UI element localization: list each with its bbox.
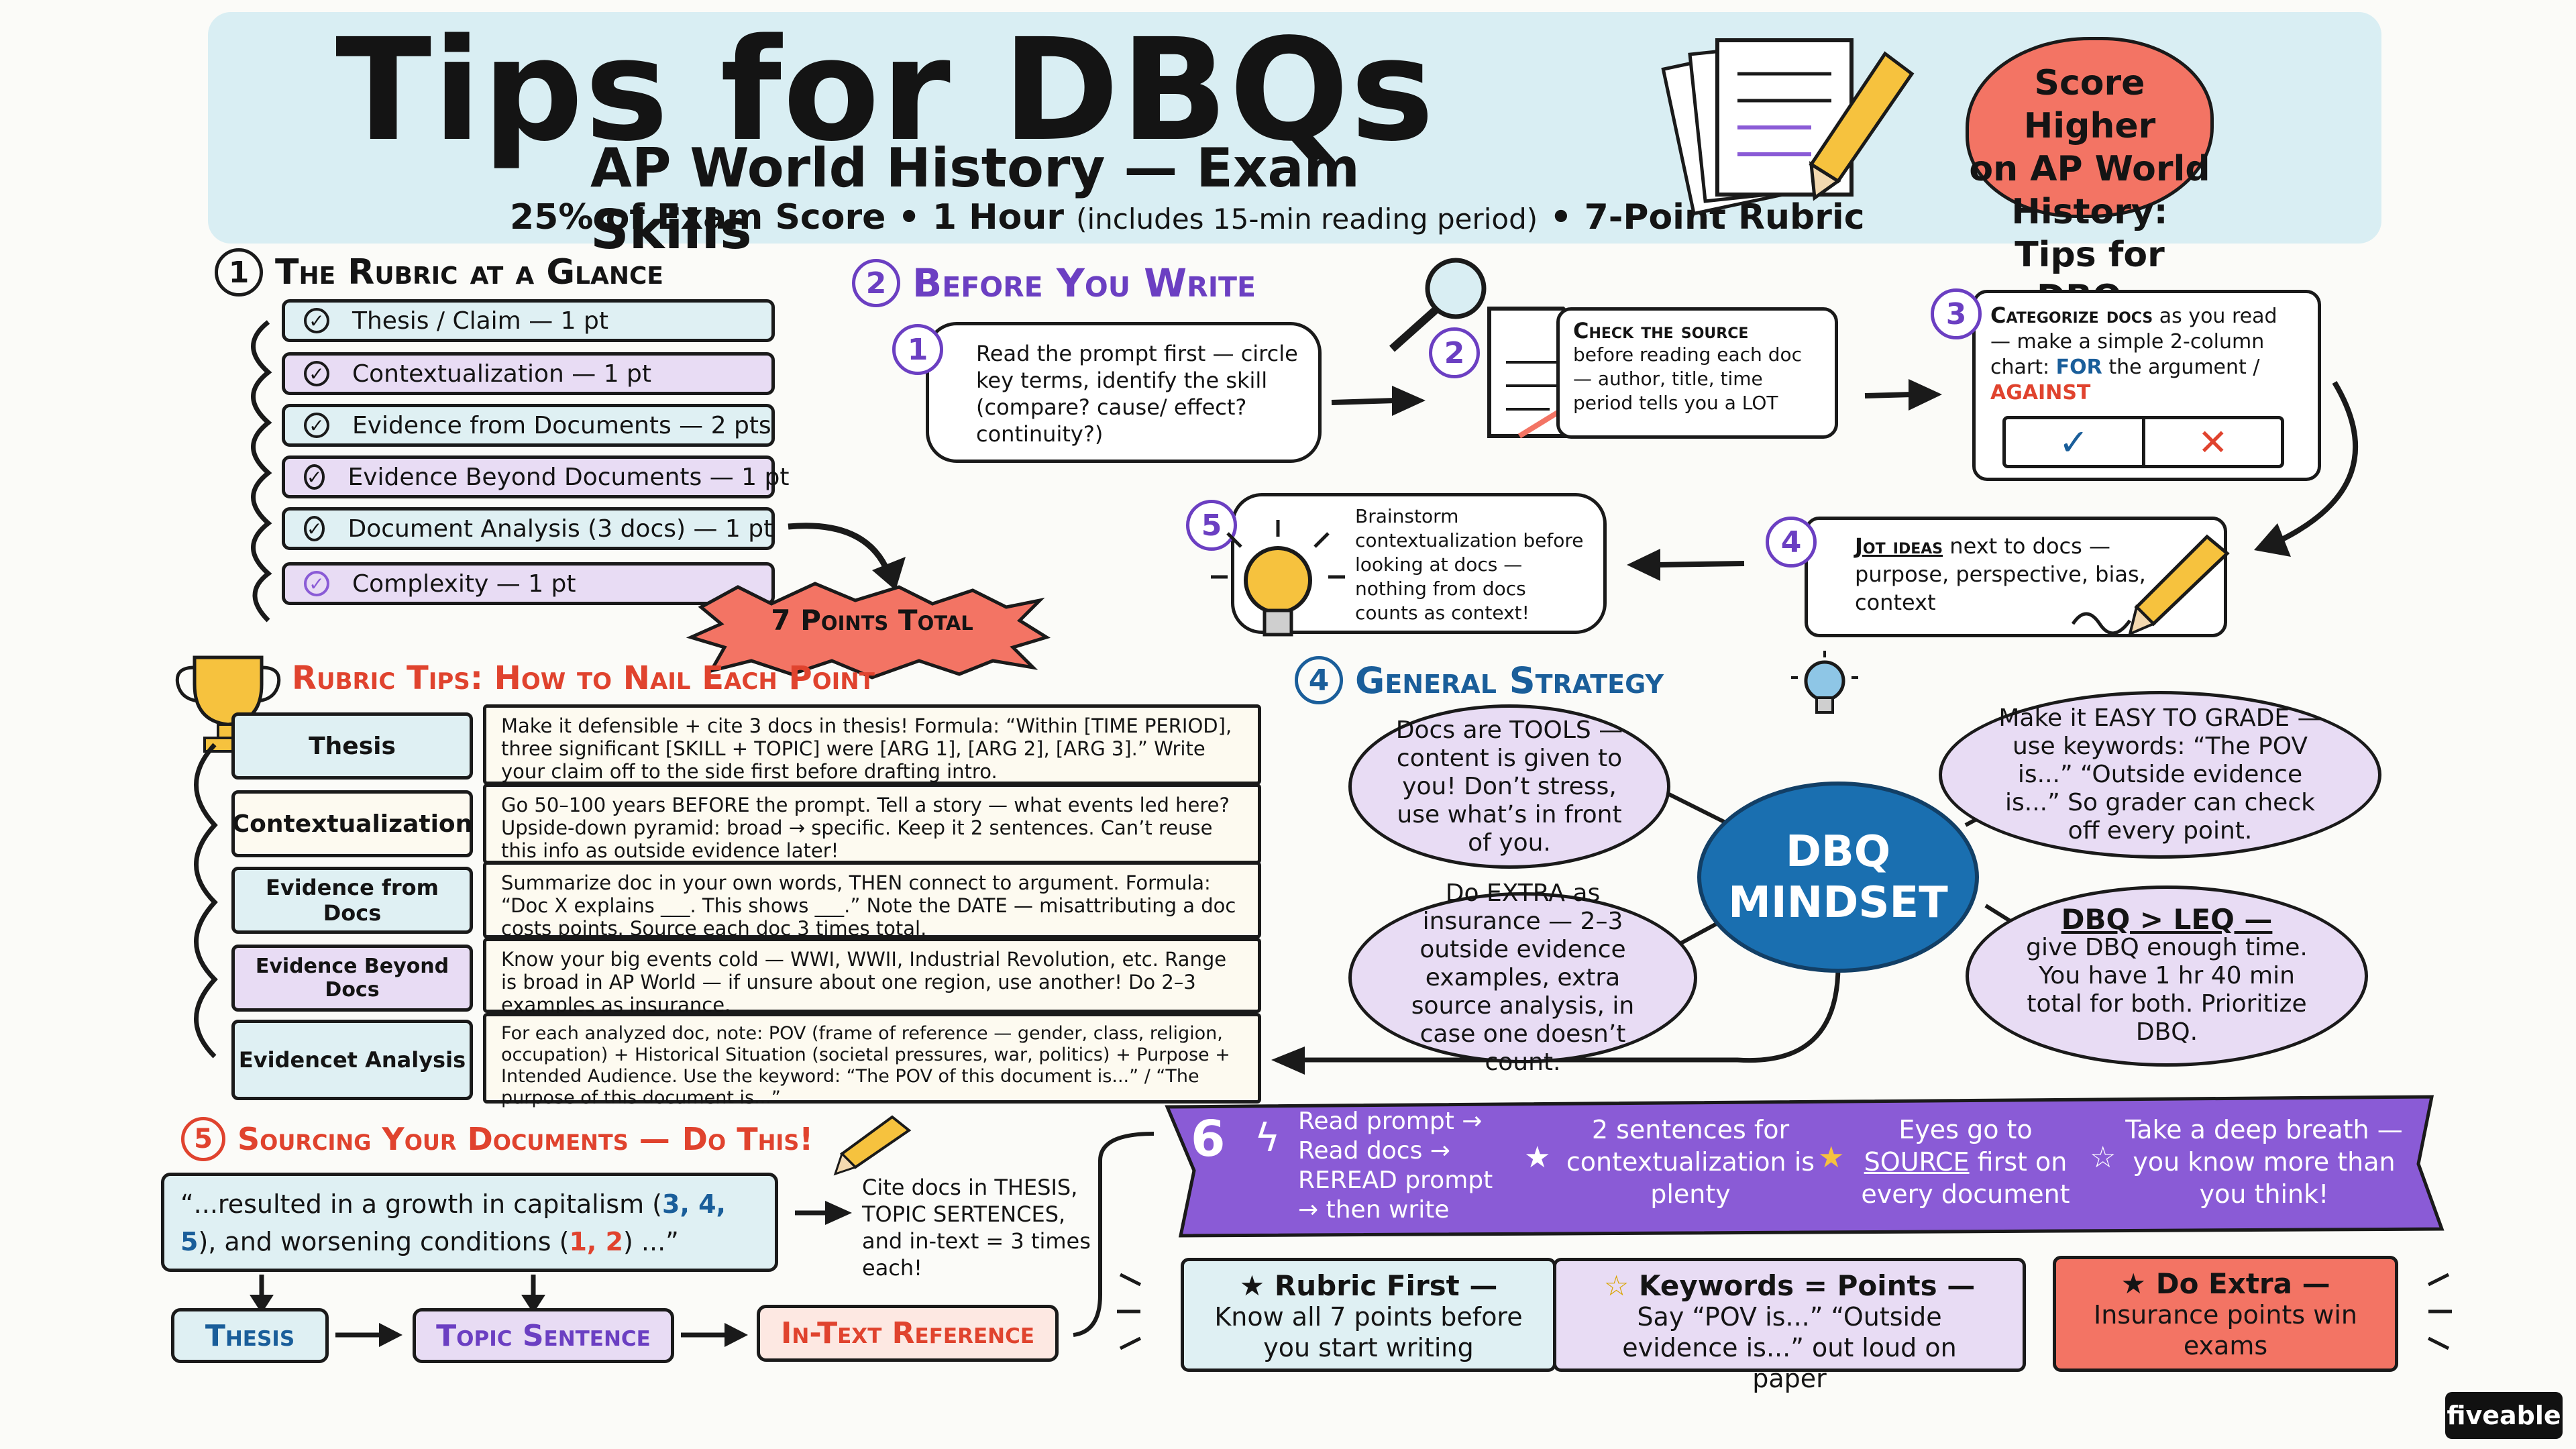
quote-docs-blue: 3, 4, 5 [180, 1189, 726, 1256]
tip6-read-order: Read prompt → Read docs → REREAD prompt … [1298, 1108, 1493, 1224]
rubric-item-evidence-docs: ✓Evidence from Documents — 2 pts [282, 404, 775, 447]
sourcing-number: 5 [181, 1117, 225, 1161]
tip6-breath: Take a deep breath — you know more than … [2125, 1115, 2403, 1209]
star-icon: ★ [1524, 1140, 1551, 1175]
pill-topic-sentence: Topic Sentence [413, 1308, 674, 1363]
star-icon: ★ [1818, 1140, 1845, 1175]
x-mark-icon: ✕ [2198, 421, 2229, 464]
check-icon: ✓ [304, 571, 329, 596]
rubric-heading: 1 The Rubric at a Glance [215, 248, 663, 297]
sourcing-quote: “...resulted in a growth in capitalism (… [161, 1173, 778, 1272]
tip-label-evidence-docs: Evidence from Docs [231, 867, 473, 934]
lightning-icon: ϟ [1254, 1115, 1281, 1161]
step5-number: 5 [1186, 500, 1237, 551]
strategy-number: 4 [1295, 656, 1343, 704]
rubric-item-thesis: ✓Thesis / Claim — 1 pt [282, 299, 775, 342]
exam-meta: 25% of Exam Score • 1 Hour (includes 15-… [510, 196, 1986, 241]
rubric-item-context: ✓Contextualization — 1 pt [282, 352, 775, 395]
check-icon: ✓ [304, 413, 329, 438]
sourcing-heading-text: Sourcing Your Documents — [237, 1121, 670, 1157]
tip-label-evidence-beyond: Evidence Beyond Docs [231, 945, 473, 1012]
for-against-chart: ✓ ✕ [2002, 416, 2284, 468]
total-points: 7 Points Total [771, 604, 973, 637]
rubric-item-evidence-beyond: ✓Evidence Beyond Documents — 1 pt [282, 455, 789, 498]
sourcing-heading: 5 Sourcing Your Documents — Do This! [181, 1117, 813, 1161]
cite-note: Cite docs in THESIS, TOPIC SERTENCES, an… [862, 1175, 1091, 1281]
rubric-number: 1 [215, 248, 263, 297]
tips6-number: 6 [1191, 1110, 1226, 1168]
tip6-source: Eyes go to SOURCE first on every documen… [1861, 1115, 2070, 1209]
rubric-heading-text: The Rubric at a Glance [275, 252, 663, 292]
strategy-dbq-leq: DBQ > LEQ — give DBQ enough time. You ha… [1966, 885, 2368, 1067]
check-icon: ✓ [304, 464, 325, 490]
tip-label-analysis: Evidencet Analysis [231, 1020, 473, 1100]
page-subtitle: AP World History — Exam Skills [590, 137, 1360, 261]
tip-text-evidence-docs: Summarize doc in your own words, THEN co… [483, 861, 1261, 940]
check-mark-icon: ✓ [2006, 419, 2145, 465]
tip6-context: 2 sentences for contextualization is ple… [1566, 1115, 1815, 1209]
for-label: FOR [2055, 356, 2102, 379]
step2-number: 2 [1429, 327, 1480, 378]
meta-part1: 25% of Exam Score • 1 Hour [510, 197, 1065, 237]
star-icon: ☆ [1603, 1269, 1640, 1302]
tip-text-thesis: Make it defensible + cite 3 docs in thes… [483, 704, 1261, 785]
star-icon: ☆ [2090, 1140, 2116, 1175]
step3-number: 3 [1931, 288, 1982, 339]
quote-docs-red: 1, 2 [569, 1227, 624, 1256]
pill-thesis: Thesis [171, 1308, 329, 1363]
step3-title: Categorize docs [1990, 303, 2153, 328]
fiveable-logo[interactable]: fiveable [2445, 1392, 2563, 1439]
step4-number: 4 [1766, 517, 1817, 568]
meta-part2: • 7-Point Rubric [1550, 197, 1865, 237]
step4-title: Jot ideas [1855, 533, 1943, 559]
check-icon: ✓ [304, 308, 329, 333]
check-icon: ✓ [304, 516, 325, 541]
step1-number: 1 [892, 324, 943, 375]
sourcing-heading-red: Do This! [682, 1121, 814, 1157]
step1-bubble: Read the prompt first — circle key terms… [926, 322, 1322, 463]
card-rubric-first: ★ Rubric First — Know all 7 points befor… [1181, 1258, 1556, 1372]
mindset-center: DBQ MINDSET [1697, 782, 1979, 973]
strategy-heading-text: General Strategy [1355, 659, 1664, 702]
step2-title: Check the source [1573, 318, 1749, 343]
pill-in-text: In-Text Reference [757, 1305, 1059, 1362]
badge-line1: Score Higher [2023, 63, 2156, 146]
star-icon: ★ [2121, 1267, 2156, 1300]
strategy-tools: Docs are TOOLS — content is given to you… [1348, 704, 1670, 869]
step3-box: Categorize docs as you read — make a sim… [1972, 290, 2321, 481]
rubric-item-analysis: ✓Document Analysis (3 docs) — 1 pt [282, 507, 775, 550]
star-icon: ★ [1239, 1269, 1275, 1302]
score-badge: Score Higher on AP World History: Tips f… [1966, 37, 2214, 318]
against-label: AGAINST [1990, 381, 2091, 405]
strategy-easy-grade: Make it EASY TO GRADE — use keywords: “T… [1939, 691, 2381, 859]
tip-label-thesis: Thesis [231, 712, 473, 780]
step4-box: Jot ideas next to docs — purpose, perspe… [1805, 517, 2227, 637]
strategy-heading: 4 General Strategy [1295, 656, 1664, 704]
tip-label-context: Contextualization [231, 790, 473, 857]
meta-small: (includes 15-min reading period) [1076, 203, 1538, 235]
before-number: 2 [852, 259, 900, 307]
step5-bubble: Brainstorm contextualization before look… [1231, 493, 1607, 634]
badge-line2: on AP World History: [1969, 149, 2210, 232]
strategy-extra: Do EXTRA as insurance — 2–3 outside evid… [1348, 879, 1697, 1076]
before-heading: 2 Before You Write [852, 259, 1256, 307]
check-icon: ✓ [304, 361, 329, 386]
tip-text-analysis: For each analyzed doc, note: POV (frame … [483, 1013, 1261, 1108]
tips-heading: Rubric Tips: How to Nail Each Point [292, 659, 875, 697]
step2-box: Check the source before reading each doc… [1556, 307, 1838, 439]
card-do-extra: ★ Do Extra — Insurance points win exams [2053, 1256, 2398, 1372]
before-heading-text: Before You Write [912, 260, 1256, 306]
tip-text-evidence-beyond: Know your big events cold — WWI, WWII, I… [483, 938, 1261, 1016]
card-keywords: ☆ Keywords = Points — Say “POV is...” “O… [1553, 1258, 2026, 1393]
tip-text-context: Go 50–100 years BEFORE the prompt. Tell … [483, 784, 1261, 864]
rubric-item-complexity: ✓Complexity — 1 pt [282, 562, 775, 605]
page-title: Tips for DBQs [335, 8, 1436, 172]
